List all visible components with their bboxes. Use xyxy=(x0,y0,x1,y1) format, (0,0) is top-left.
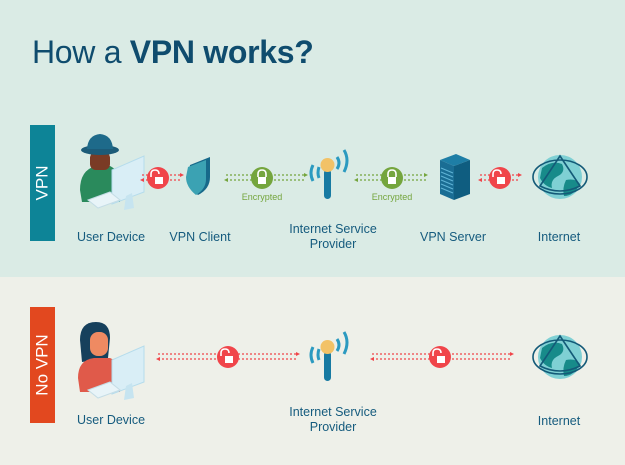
node-label-vpn-server: VPN Server xyxy=(420,230,486,244)
link-user-client xyxy=(140,167,184,189)
page-title: How a VPN works? xyxy=(32,34,314,71)
globe-icon xyxy=(532,334,588,379)
node-label-internet: Internet xyxy=(537,230,581,244)
antenna-icon xyxy=(309,331,349,381)
antenna-icon xyxy=(309,149,349,199)
vpn-band-label: VPN xyxy=(32,165,52,201)
shield-icon xyxy=(186,157,210,195)
node-label-internet: Internet xyxy=(537,414,581,428)
node-label-isp: Internet Service xyxy=(289,405,377,419)
title-regular: How a xyxy=(32,34,130,70)
node-label-user-device: User Device xyxy=(76,413,146,427)
link-user-isp xyxy=(156,346,300,368)
encrypted-caption: Encrypted xyxy=(371,192,413,202)
encrypted-caption: Encrypted xyxy=(241,192,283,202)
no-vpn-band: No VPN xyxy=(30,307,55,423)
server-icon xyxy=(440,154,470,200)
no-vpn-band-label: No VPN xyxy=(32,334,52,396)
node-label-user-device: User Device xyxy=(76,230,146,244)
node-label-vpn-client: VPN Client xyxy=(169,230,231,244)
node-label-isp-line2: Provider xyxy=(309,420,357,434)
user-device-icon xyxy=(80,134,145,210)
link-isp-internet xyxy=(370,346,514,368)
node-label-isp: Internet Service xyxy=(289,222,377,236)
node-label-isp-line2: Provider xyxy=(309,237,357,251)
user-device-icon xyxy=(78,322,145,400)
title-bold: VPN works? xyxy=(129,34,314,70)
globe-icon xyxy=(532,154,588,199)
link-client-isp xyxy=(224,167,308,189)
link-server-internet xyxy=(478,167,522,189)
vpn-band: VPN xyxy=(30,125,55,241)
link-isp-server xyxy=(354,167,428,189)
